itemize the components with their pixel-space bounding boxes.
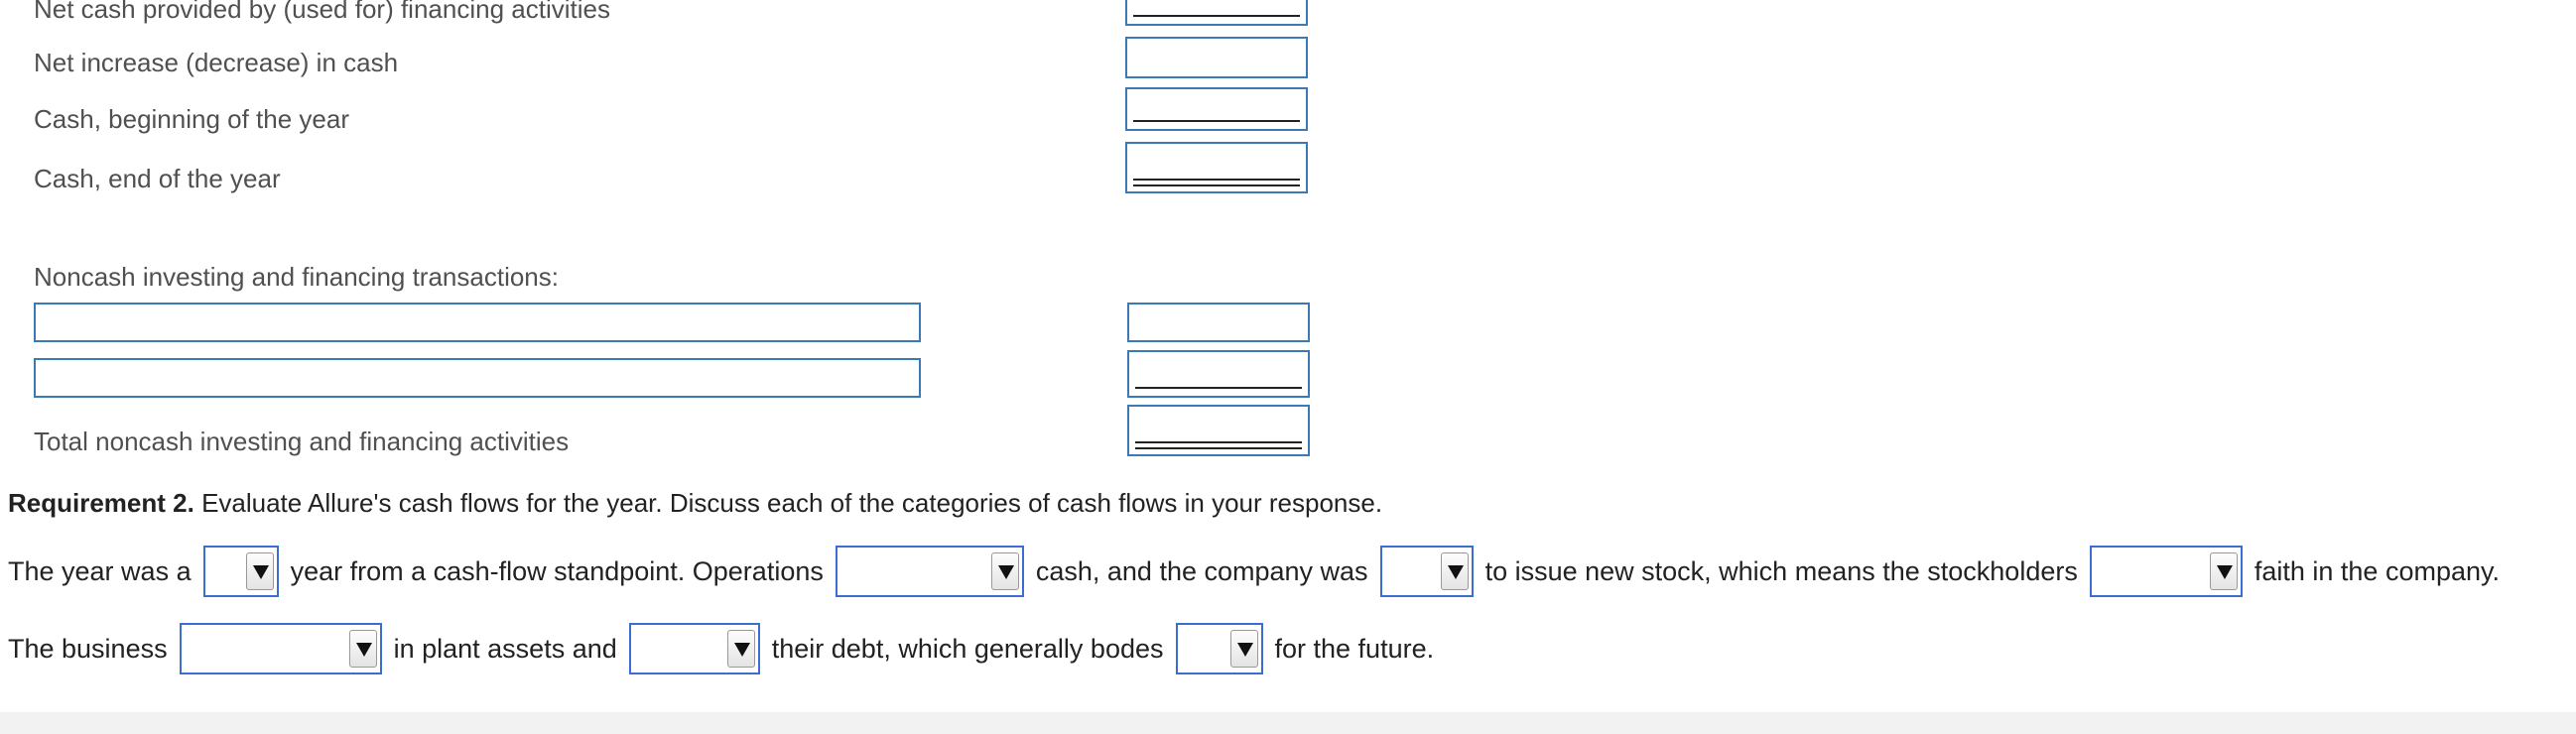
noncash-line2-amount-input[interactable] xyxy=(1127,350,1310,398)
requirement-2-title: Requirement 2. xyxy=(8,488,194,518)
noncash-line1-amount-input[interactable] xyxy=(1127,303,1310,342)
year-quality-dropdown[interactable] xyxy=(202,546,279,597)
sentence2-text-4: for the future. xyxy=(1274,633,1435,664)
outlook-dropdown[interactable] xyxy=(1175,623,1263,674)
cash-beginning-input[interactable] xyxy=(1125,87,1308,131)
requirement-2-body: Evaluate Allure's cash flows for the yea… xyxy=(201,488,1383,518)
dropdown-arrow-icon xyxy=(1229,630,1258,668)
sentence2-text-3: their debt, which generally bodes xyxy=(771,633,1164,664)
row-cash-beginning-label: Cash, beginning of the year xyxy=(34,104,349,134)
evaluation-sentence-1: The year was a year from a cash-flow sta… xyxy=(8,546,2506,597)
noncash-total-label: Total noncash investing and financing ac… xyxy=(34,427,570,456)
sentence1-text-2: year from a cash-flow standpoint. Operat… xyxy=(290,555,824,586)
noncash-line2-description-input[interactable] xyxy=(34,358,921,398)
plant-assets-dropdown[interactable] xyxy=(179,623,382,674)
noncash-line1-description-input[interactable] xyxy=(34,303,921,342)
row-net-increase-label: Net increase (decrease) in cash xyxy=(34,48,399,77)
dropdown-arrow-icon xyxy=(348,630,377,668)
dropdown-arrow-icon xyxy=(2209,552,2238,590)
evaluation-sentence-2: The business in plant assets and their d… xyxy=(8,623,1440,674)
stockholders-dropdown[interactable] xyxy=(2089,546,2243,597)
row-net-cash-financing-label: Net cash provided by (used for) financin… xyxy=(34,0,610,24)
stock-issue-dropdown[interactable] xyxy=(1379,546,1474,597)
net-cash-financing-input[interactable] xyxy=(1125,0,1308,26)
sentence1-text-4: to issue new stock, which means the stoc… xyxy=(1484,555,2078,586)
sentence1-text-1: The year was a xyxy=(8,555,192,586)
row-cash-end-label: Cash, end of the year xyxy=(34,164,281,193)
dropdown-arrow-icon xyxy=(1440,552,1469,590)
sentence1-text-5: faith in the company. xyxy=(2254,555,2500,586)
requirement-2-text: Requirement 2. Evaluate Allure's cash fl… xyxy=(8,488,1382,519)
dropdown-arrow-icon xyxy=(726,630,755,668)
sentence2-text-2: in plant assets and xyxy=(393,633,617,664)
footer-bar xyxy=(0,712,2576,734)
net-increase-input[interactable] xyxy=(1125,37,1308,78)
dropdown-arrow-icon xyxy=(990,552,1019,590)
noncash-heading: Noncash investing and financing transact… xyxy=(34,262,559,292)
sentence2-text-1: The business xyxy=(8,633,168,664)
debt-dropdown[interactable] xyxy=(628,623,760,674)
noncash-total-input[interactable] xyxy=(1127,405,1310,456)
sentence1-text-3: cash, and the company was xyxy=(1035,555,1368,586)
cash-end-input[interactable] xyxy=(1125,142,1308,193)
operations-dropdown[interactable] xyxy=(835,546,1024,597)
dropdown-arrow-icon xyxy=(245,552,274,590)
